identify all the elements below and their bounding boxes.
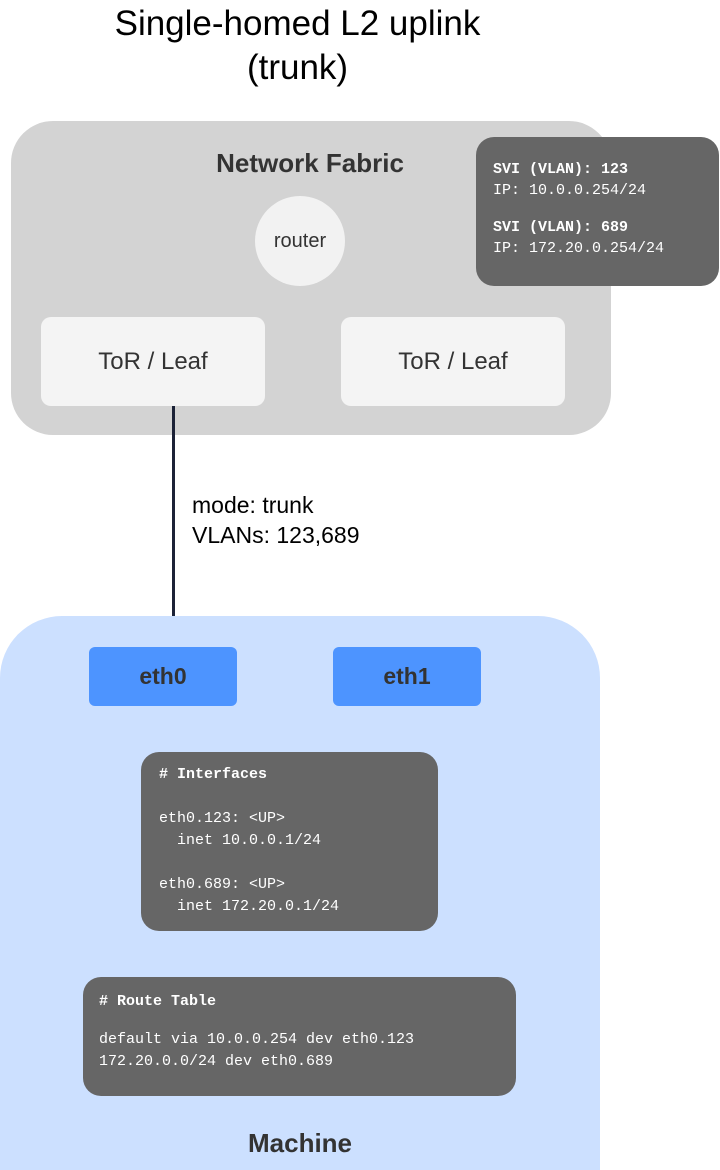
- nic-eth1-label: eth1: [383, 663, 431, 689]
- route-1: default via 10.0.0.254 dev eth0.123: [99, 1031, 415, 1048]
- route-table-box: # Route Table default via 10.0.0.254 dev…: [83, 977, 516, 1096]
- nic-eth1: eth1: [333, 647, 481, 706]
- svi-info-box: SVI (VLAN): 123 IP: 10.0.0.254/24 SVI (V…: [476, 137, 719, 286]
- tor-leaf-left-label: ToR / Leaf: [98, 347, 208, 375]
- network-fabric-label: Network Fabric: [216, 148, 404, 178]
- uplink-vlans: VLANs: 123,689: [192, 522, 360, 548]
- uplink-label: mode: trunk VLANs: 123,689: [192, 490, 360, 550]
- svi-2-header: SVI (VLAN): 689: [493, 219, 629, 236]
- svi-1-ip: IP: 10.0.0.254/24: [493, 182, 647, 199]
- route-2: 172.20.0.0/24 dev eth0.689: [99, 1053, 334, 1070]
- route-table-heading: # Route Table: [99, 993, 217, 1010]
- interface-2-name: eth0.689: <UP>: [159, 876, 286, 893]
- tor-leaf-left: ToR / Leaf: [41, 317, 265, 406]
- interface-1-name: eth0.123: <UP>: [159, 810, 286, 827]
- machine-label: Machine: [247, 1128, 353, 1158]
- diagram-title: Single-homed L2 uplink (trunk): [60, 2, 535, 90]
- tor-leaf-right-label: ToR / Leaf: [398, 347, 508, 375]
- svi-2-ip: IP: 172.20.0.254/24: [493, 240, 665, 257]
- router-node: router: [255, 196, 345, 286]
- interface-1-inet: inet 10.0.0.1/24: [159, 832, 322, 849]
- nic-eth0-label: eth0: [139, 663, 187, 689]
- tor-leaf-right: ToR / Leaf: [341, 317, 565, 406]
- title-line-1: Single-homed L2 uplink: [114, 4, 481, 43]
- uplink-mode: mode: trunk: [192, 492, 314, 518]
- svi-1-header: SVI (VLAN): 123: [493, 161, 629, 178]
- interface-2-inet: inet 172.20.0.1/24: [159, 898, 340, 915]
- title-line-2: (trunk): [246, 48, 349, 87]
- nic-eth0: eth0: [89, 647, 237, 706]
- interfaces-heading: # Interfaces: [159, 766, 268, 783]
- interfaces-box: # Interfaces eth0.123: <UP> inet 10.0.0.…: [141, 752, 438, 931]
- router-label: router: [273, 229, 327, 252]
- uplink-connector: [172, 406, 175, 646]
